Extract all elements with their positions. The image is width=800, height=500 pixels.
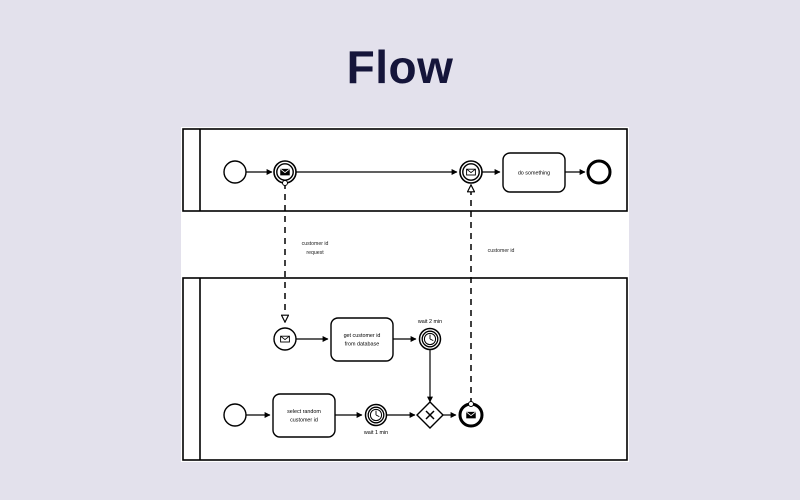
task-get-customer-id-label-line1: get customer id bbox=[344, 333, 381, 339]
envelope-open-icon bbox=[280, 335, 290, 343]
intermediate-timer-event-wait-2-min[interactable] bbox=[418, 327, 442, 351]
task-select-random-label-line2: customer id bbox=[290, 418, 318, 424]
message-flow-label-1-line1: customer id bbox=[302, 241, 329, 247]
message-flow-label-2-line1: customer id bbox=[488, 248, 515, 254]
task-get-customer-id-label-line2: from database bbox=[345, 342, 379, 348]
message-flow-label-1-line2: request bbox=[306, 250, 324, 256]
message-flow-customer-id[interactable]: customer id bbox=[471, 185, 515, 404]
timer-label-wait-2-min: wait 2 min bbox=[417, 319, 442, 325]
envelope-filled-icon bbox=[466, 411, 476, 419]
x-icon bbox=[425, 410, 435, 420]
task-select-random-label-line1: select random bbox=[287, 409, 321, 415]
task-get-customer-id[interactable]: get customer id from database bbox=[330, 317, 394, 362]
pool-bottom-border bbox=[182, 277, 628, 461]
timer-label-wait-1-min: wait 1 min bbox=[363, 430, 388, 436]
message-start-event-bottom[interactable] bbox=[273, 327, 297, 351]
end-event-top[interactable] bbox=[586, 159, 612, 185]
intermediate-timer-event-wait-1-min[interactable] bbox=[364, 403, 388, 427]
intermediate-catch-message-event-top[interactable] bbox=[459, 160, 483, 184]
start-event-top[interactable] bbox=[223, 160, 247, 184]
task-do-something-label: do something bbox=[518, 171, 550, 177]
pool-bottom[interactable]: get customer id from database wait 2 min bbox=[182, 277, 628, 461]
task-select-random-customer-id[interactable]: select random customer id bbox=[272, 393, 336, 438]
start-event-bottom[interactable] bbox=[223, 403, 247, 427]
message-flow-customer-id-request[interactable]: customer id request bbox=[285, 183, 329, 322]
envelope-open-icon bbox=[466, 168, 476, 176]
clock-icon bbox=[423, 332, 437, 346]
task-do-something[interactable]: do something bbox=[502, 152, 566, 193]
envelope-filled-icon bbox=[280, 168, 290, 176]
page-title: Flow bbox=[346, 41, 454, 93]
bpmn-diagram-svg: do something bbox=[182, 128, 628, 461]
intermediate-throw-message-event-top[interactable] bbox=[273, 160, 297, 184]
message-end-event-bottom[interactable] bbox=[458, 402, 484, 428]
clock-icon bbox=[369, 408, 383, 422]
exclusive-gateway[interactable] bbox=[416, 401, 444, 429]
bpmn-diagram-canvas: do something bbox=[181, 127, 629, 462]
pool-top[interactable]: do something bbox=[182, 128, 628, 212]
